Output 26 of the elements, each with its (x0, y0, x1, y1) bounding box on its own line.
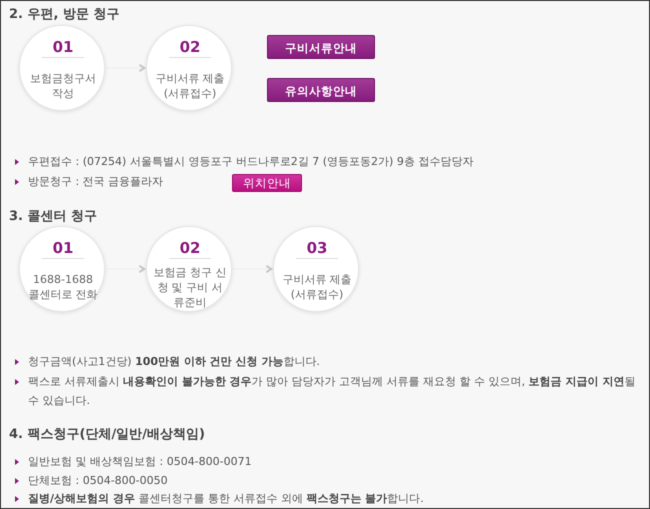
bullet-text: 방문청구 : 전국 금융플라자 (28, 174, 164, 190)
chevron-arrow (232, 264, 272, 274)
guide-button: 유의사항안내 (267, 78, 375, 102)
step-text: 보험금청구서 작성 (29, 71, 97, 101)
section-title: 2. 우편, 방문 청구 (9, 6, 120, 23)
chevron-arrow (106, 64, 146, 72)
bullet-text: 질병/상해보험의 경우 콜센터청구를 통한 서류접수 외에 팩스청구는 불가합니다. (28, 491, 425, 507)
section-title: 4. 팩스청구(단체/일반/배상책임) (9, 426, 205, 443)
bullet-text: 단체보험 : 0504-800-0050 (28, 473, 169, 489)
step-text: 보험금 청구 신청 및 구비 서류준비 (153, 264, 227, 310)
step-text: 1688-1688 콜센터로 전화 (27, 272, 99, 302)
guide-button: 위치안내 (232, 174, 302, 192)
step-number: 01 (42, 239, 84, 259)
bullet-text: 팩스로 서류제출시 내용확인이 불가능한 경우가 많아 담당자가 고객님께 서류를 재요청 할 수 있으며, 보험금 지급이 지연될 수 있습니다. (28, 374, 636, 409)
step-number: 03 (296, 239, 338, 259)
chevron-arrow (106, 264, 146, 274)
bullet-text: 청구금액(사고1건당) 100만원 이하 건만 신청 가능합니다. (28, 354, 321, 370)
step-number: 01 (42, 38, 84, 58)
step-text: 구비서류 제출 (서류접수) (281, 272, 353, 302)
step-text: 구비서류 제출(서류접수) (154, 71, 226, 101)
step-number: 02 (169, 38, 211, 58)
guide-button: 구비서류안내 (267, 35, 375, 59)
bullet-text: 우편접수 : (07254) 서울특별시 영등포구 버드나루로2길 7 (영등포동2가) 9층 접수담당자 (28, 154, 474, 170)
section-title: 3. 콜센터 청구 (9, 208, 98, 225)
step-number: 02 (169, 239, 211, 259)
bullet-text: 일반보험 및 배상책임보험 : 0504-800-0071 (28, 454, 253, 470)
